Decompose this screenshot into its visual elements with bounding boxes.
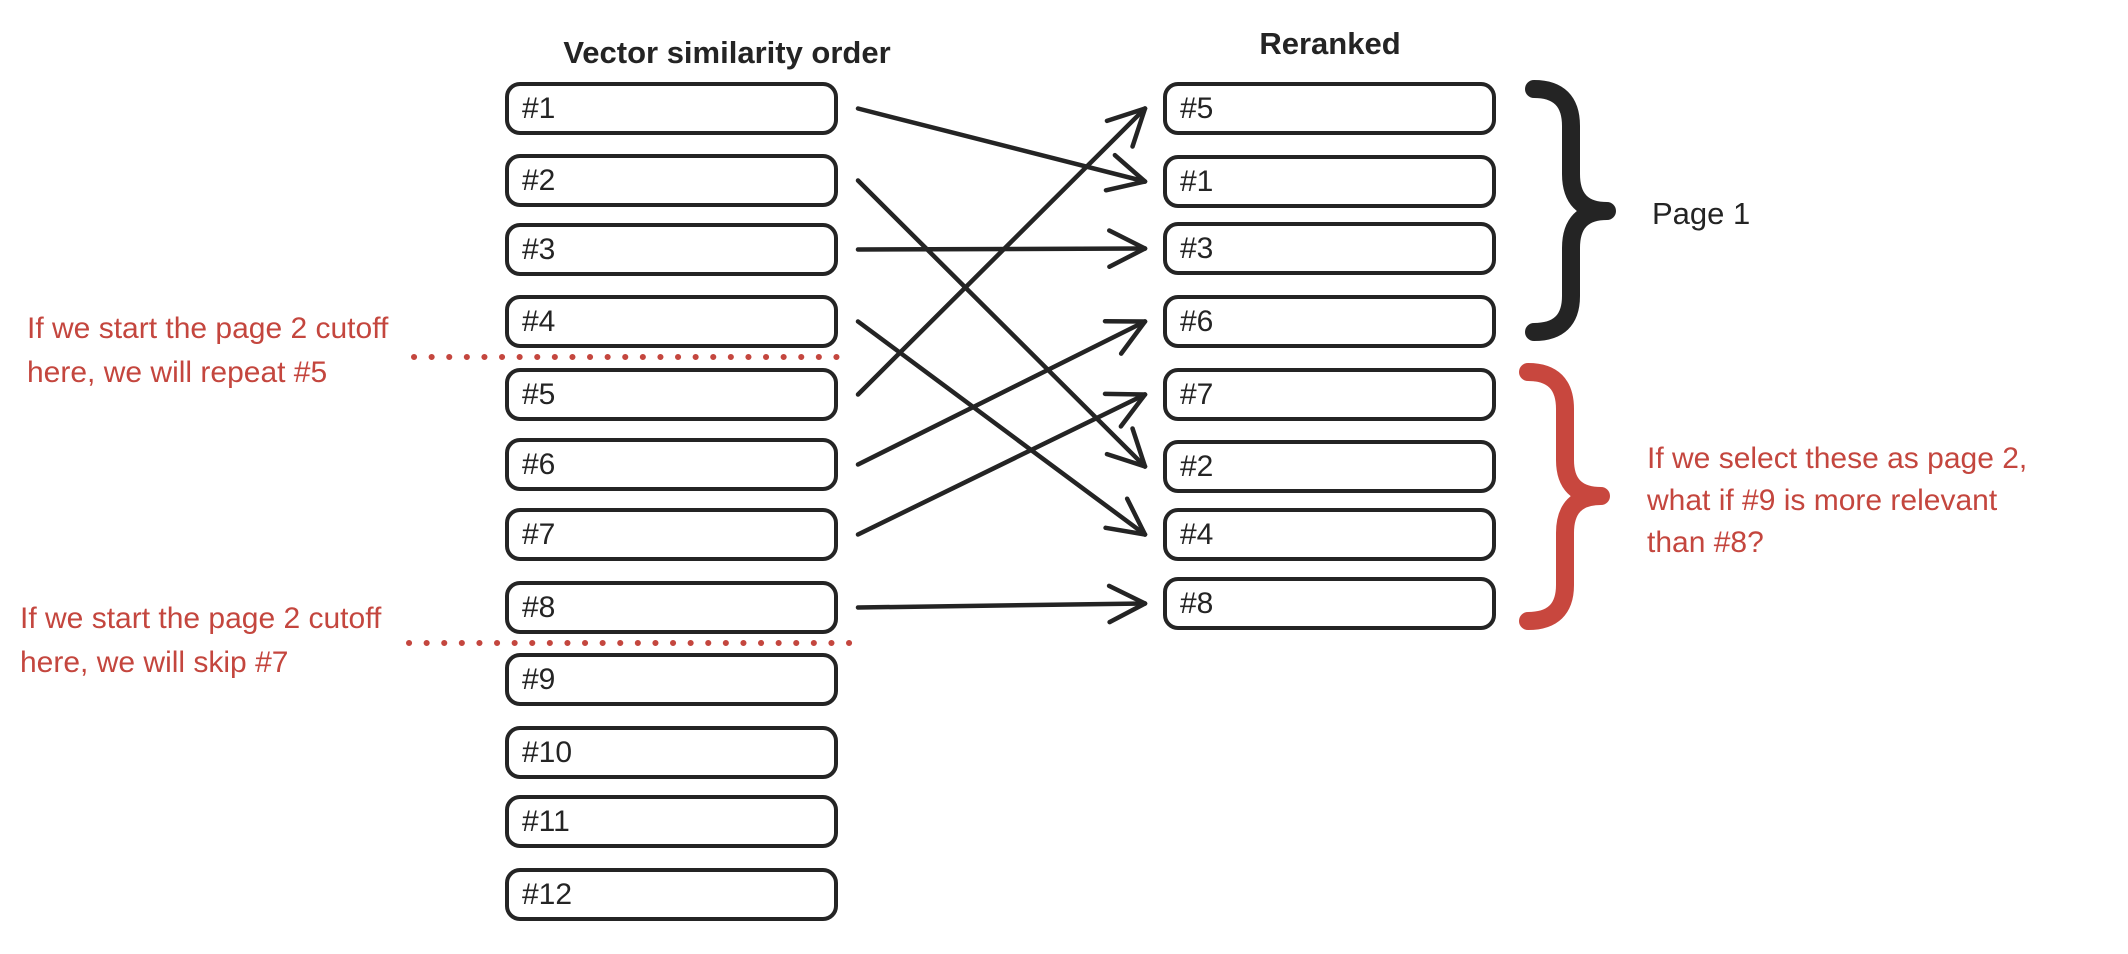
right-rank-box-4: #6: [1163, 295, 1496, 348]
right-rank-box-8: #8: [1163, 577, 1496, 630]
cutoff-note-top: If we start the page 2 cutoff here, we w…: [27, 307, 388, 395]
cutoff-note-bottom: If we start the page 2 cutoff here, we w…: [20, 597, 381, 685]
arrow-rank8: [1106, 583, 1148, 606]
right-rank-box-2: #1: [1163, 155, 1496, 208]
page2-question-line3: than #8?: [1647, 526, 1764, 559]
arrow-rank6: [855, 319, 1148, 467]
arrow-rank5: [1130, 106, 1148, 149]
arrow-rank6: [1118, 319, 1148, 356]
right-rank-box-5: #7: [1163, 368, 1496, 421]
arrow-rank8: [855, 601, 1148, 610]
arrow-rank2: [1130, 426, 1148, 469]
left-rank-box-7: #7: [505, 508, 838, 561]
page2-question-line1: If we select these as page 2,: [1647, 442, 2028, 475]
page2-question: If we select these as page 2, what if #9…: [1647, 438, 2027, 564]
left-rank-box-4: #4: [505, 295, 838, 348]
left-rank-box-11: #11: [505, 795, 838, 848]
arrow-rank1: [1112, 152, 1148, 184]
arrow-rank5: [855, 106, 1148, 397]
arrow-rank4: [855, 319, 1148, 537]
left-rank-box-2: #2: [505, 154, 838, 207]
page2-question-line2: what if #9 is more relevant: [1647, 484, 1998, 517]
right-rank-box-3: #3: [1163, 222, 1496, 275]
right-rank-box-6: #2: [1163, 440, 1496, 493]
cutoff-note-bottom-line1: If we start the page 2 cutoff: [20, 602, 382, 635]
left-rank-box-1: #1: [505, 82, 838, 135]
arrow-rank7: [1102, 391, 1148, 397]
cutoff-note-top-line2: here, we will repeat #5: [27, 356, 328, 389]
arrow-rank1: [1103, 179, 1148, 193]
right-rank-box-7: #4: [1163, 508, 1496, 561]
right-column-title: Reranked: [1259, 26, 1401, 61]
left-rank-box-9: #9: [505, 653, 838, 706]
arrow-rank1: [855, 106, 1148, 184]
arrow-rank2: [855, 178, 1148, 469]
arrow-rank7: [1118, 392, 1148, 429]
arrow-rank3: [1107, 246, 1148, 269]
arrow-rank7: [855, 392, 1148, 537]
arrow-rank3: [1107, 228, 1148, 251]
left-rank-box-3: #3: [505, 223, 838, 276]
arrow-rank4: [1124, 496, 1148, 537]
arrow-rank8: [1107, 601, 1148, 625]
left-rank-box-8: #8: [505, 581, 838, 634]
left-rank-box-5: #5: [505, 368, 838, 421]
cutoff-note-top-line1: If we start the page 2 cutoff: [27, 312, 389, 345]
left-rank-box-6: #6: [505, 438, 838, 491]
arrow-rank5: [1104, 106, 1148, 124]
page1-label: Page 1: [1652, 196, 1751, 231]
arrow-rank4: [1103, 525, 1148, 537]
right-rank-box-1: #5: [1163, 82, 1496, 135]
page1-brace: [1525, 80, 1616, 341]
left-rank-box-10: #10: [505, 726, 838, 779]
left-rank-box-12: #12: [505, 868, 838, 921]
rank-mapping-arrows: [855, 106, 1148, 625]
page2-brace: [1519, 363, 1610, 630]
left-column-title: Vector similarity order: [563, 35, 891, 70]
cutoff-note-bottom-line2: here, we will skip #7: [20, 646, 289, 679]
arrow-rank2: [1104, 451, 1148, 469]
